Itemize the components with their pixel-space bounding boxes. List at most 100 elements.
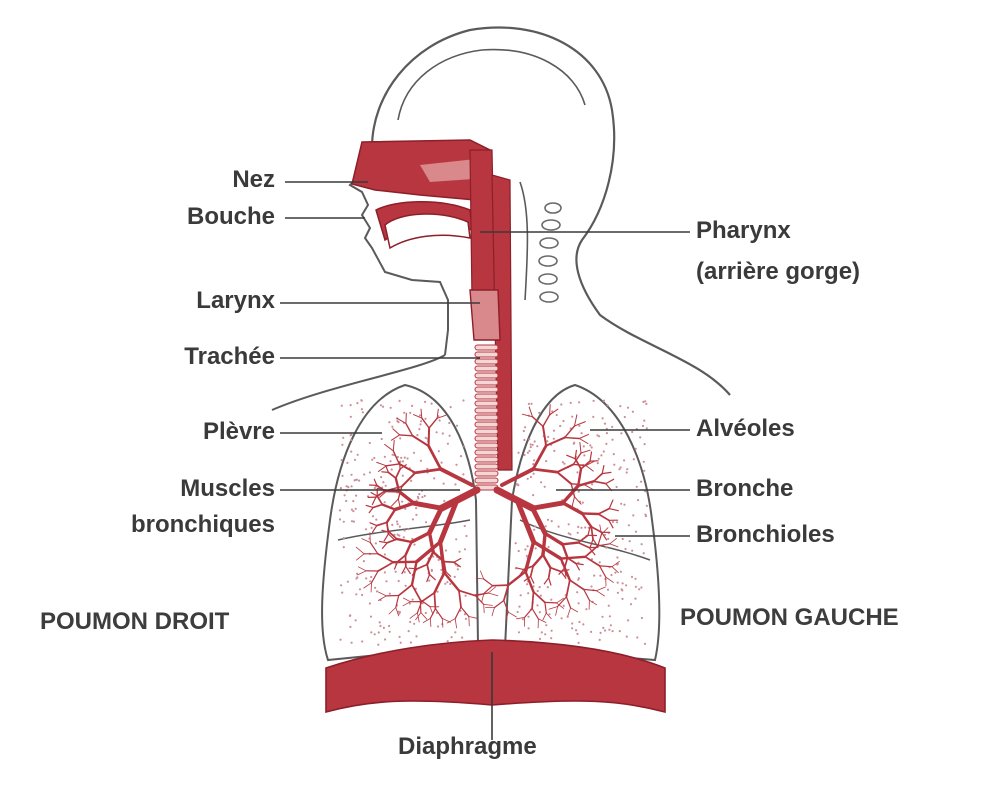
label-trachea: Trachée <box>120 343 275 371</box>
alveolus-dot <box>384 638 386 640</box>
trachea-ring <box>475 394 498 399</box>
alveolus-dot <box>374 587 376 589</box>
alveolus-dot <box>582 623 584 625</box>
alveolus-dot <box>609 615 611 617</box>
alveolus-dot <box>425 521 427 523</box>
label-bronchial-muscles-line1: Muscles <box>60 475 275 503</box>
alveolus-dot <box>349 615 351 617</box>
alveolus-dot <box>523 439 525 441</box>
alveolus-dot <box>520 594 522 596</box>
alveolus-dot <box>545 624 547 626</box>
alveolus-dot <box>535 547 537 549</box>
alveolus-dot <box>532 444 534 446</box>
alveolus-dot <box>641 543 643 545</box>
bronchus-branch <box>420 600 421 613</box>
alveolus-dot <box>454 631 456 633</box>
alveolus-dot <box>546 440 548 442</box>
alveolus-dot <box>646 505 648 507</box>
bronchus-branch <box>484 604 493 605</box>
alveolus-dot <box>424 418 426 420</box>
alveolus-dot <box>449 435 451 437</box>
alveolus-dot <box>407 457 409 459</box>
alveolus-dot <box>553 450 555 452</box>
alveolus-dot <box>405 585 407 587</box>
alveolus-dot <box>627 619 629 621</box>
alveolus-dot <box>438 450 440 452</box>
alveolus-dot <box>528 403 530 405</box>
alveolus-dot <box>407 528 409 530</box>
alveolus-dot <box>544 633 546 635</box>
alveolus-dot <box>353 521 355 523</box>
alveolus-dot <box>404 457 406 459</box>
label-diaphragm: Diaphragme <box>398 733 537 761</box>
alveolus-dot <box>424 401 426 403</box>
alveolus-dot <box>639 436 641 438</box>
alveolus-dot <box>365 528 367 530</box>
alveolus-dot <box>583 454 585 456</box>
label-pleura: Plèvre <box>120 418 275 446</box>
bronchus-branch <box>400 435 413 436</box>
alveolus-dot <box>361 594 363 596</box>
alveolus-dot <box>437 625 439 627</box>
alveolus-dot <box>611 439 613 441</box>
alveolus-dot <box>385 580 387 582</box>
alveolus-dot <box>350 434 352 436</box>
alveolus-dot <box>644 443 646 445</box>
alveolus-dot <box>415 514 417 516</box>
alveolus-dot <box>455 464 457 466</box>
alveolus-dot <box>448 422 450 424</box>
alveolus-dot <box>528 438 530 440</box>
alveolus-dot <box>463 445 465 447</box>
alveolus-dot <box>341 405 343 407</box>
alveolus-dot <box>350 416 352 418</box>
alveolus-dot <box>578 491 580 493</box>
alveolus-dot <box>563 463 565 465</box>
alveolus-dot <box>571 416 573 418</box>
alveolus-dot <box>350 451 352 453</box>
alveolus-dot <box>642 425 644 427</box>
alveolus-dot <box>354 479 356 481</box>
alveolus-dot <box>355 508 357 510</box>
alveolus-dot <box>408 630 410 632</box>
alveolus-dot <box>628 524 630 526</box>
alveolus-dot <box>369 602 371 604</box>
alveolus-dot <box>356 402 358 404</box>
alveolus-dot <box>645 403 647 405</box>
alveolus-dot <box>351 642 353 644</box>
alveolus-dot <box>616 521 618 523</box>
alveolus-dot <box>640 586 642 588</box>
alveolus-dot <box>635 531 637 533</box>
alveolus-dot <box>593 575 595 577</box>
alveolus-dot <box>578 642 580 644</box>
alveolus-dot <box>623 504 625 506</box>
alveolus-dot <box>537 590 539 592</box>
bronchus-branch <box>550 405 551 415</box>
alveolus-dot <box>339 518 341 520</box>
bronchus-branch <box>565 438 580 439</box>
alveolus-dot <box>345 500 347 502</box>
alveolus-dot <box>601 616 603 618</box>
bronchus-branch <box>582 513 598 514</box>
alveolus-dot <box>613 464 615 466</box>
alveolus-dot <box>420 460 422 462</box>
alveolus-dot <box>608 605 610 607</box>
alveolus-dot <box>447 443 449 445</box>
alveolus-dot <box>577 532 579 534</box>
alveolus-dot <box>593 400 595 402</box>
alveolus-dot <box>418 493 420 495</box>
alveolus-dot <box>400 642 402 644</box>
alveolus-dot <box>562 420 564 422</box>
alveolus-dot <box>455 538 457 540</box>
alveolus-dot <box>540 481 542 483</box>
alveolus-dot <box>533 529 535 531</box>
alveolus-dot <box>356 576 358 578</box>
alveolus-dot <box>446 581 448 583</box>
alveolus-dot <box>398 580 400 582</box>
alveolus-dot <box>343 521 345 523</box>
alveolus-dot <box>638 588 640 590</box>
alveolus-dot <box>459 551 461 553</box>
alveolus-dot <box>550 637 552 639</box>
alveolus-dot <box>584 526 586 528</box>
alveolus-dot <box>433 477 435 479</box>
trachea-ring <box>475 345 498 350</box>
